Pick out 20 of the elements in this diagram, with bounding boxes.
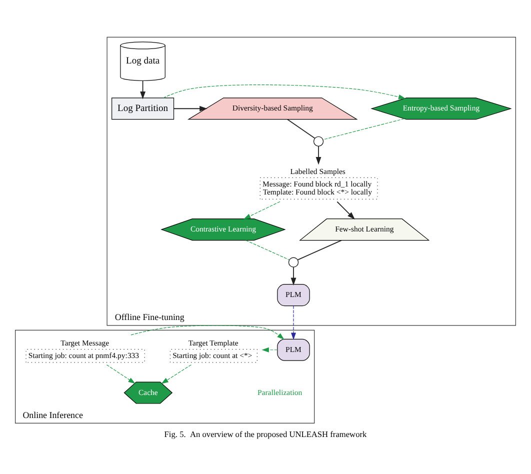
arrow xyxy=(336,201,355,220)
caption: Fig. 5. An overview of the proposed UNLEASH framework xyxy=(164,430,367,439)
arrow xyxy=(262,347,278,352)
connector xyxy=(246,240,290,260)
arrow xyxy=(163,84,406,100)
arrow xyxy=(140,80,146,100)
arrow xyxy=(161,364,192,384)
arrow xyxy=(130,325,284,340)
arrow xyxy=(291,306,296,340)
connector xyxy=(322,118,405,140)
arrow xyxy=(174,106,208,112)
arrow xyxy=(290,266,296,286)
node-circle xyxy=(288,257,299,268)
connector xyxy=(297,240,342,260)
arrow xyxy=(316,146,322,165)
arrow xyxy=(244,201,280,220)
arrow xyxy=(106,364,136,384)
node-box: Log Partition xyxy=(112,98,174,120)
node-circle xyxy=(313,136,324,146)
connector xyxy=(286,118,316,139)
